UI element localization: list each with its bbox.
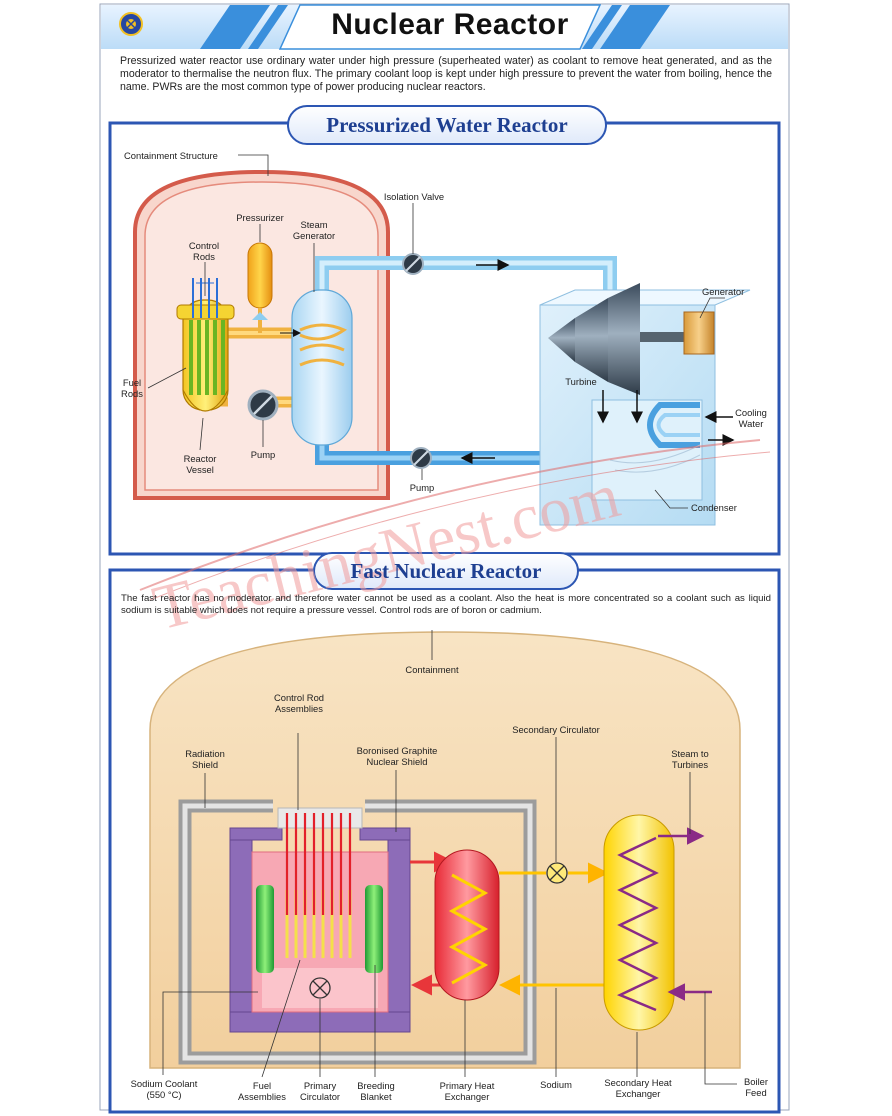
label-fuel-rods: Fuel Rods xyxy=(121,377,143,399)
label-pressurizer: Pressurizer xyxy=(236,212,284,223)
fast-breeding-blanket-left xyxy=(256,885,274,973)
label-isolation-valve: Isolation Valve xyxy=(383,191,445,202)
label-control-rod-assemblies: Control Rod Assemblies xyxy=(273,692,325,714)
label-secondary-circulator: Secondary Circulator xyxy=(512,724,600,735)
label-pump-inner: Pump xyxy=(250,449,276,460)
label-steam-generator: Steam Generator xyxy=(292,219,336,241)
label-sodium: Sodium xyxy=(540,1079,572,1090)
logo-emblem-icon xyxy=(119,12,143,36)
label-containment: Containment xyxy=(405,664,459,675)
pwr-condenser xyxy=(591,399,703,501)
label-radiation-shield: Radiation Shield xyxy=(185,748,225,770)
fast-title: Fast Nuclear Reactor xyxy=(350,559,542,583)
label-control-rods: Control Rods xyxy=(188,240,220,262)
fast-radiation-shield xyxy=(178,799,537,1065)
label-secondary-heat-exchanger: Secondary Heat Exchanger xyxy=(604,1077,672,1099)
fast-breeding-blanket-right xyxy=(365,885,383,973)
label-condenser: Condenser xyxy=(691,502,737,513)
label-primary-heat-exchanger: Primary Heat Exchanger xyxy=(439,1080,495,1102)
label-boiler-feed: Boiler Feed xyxy=(744,1076,768,1098)
label-cooling-water: Cooling Water xyxy=(735,407,767,429)
pump-outer-icon xyxy=(410,447,432,469)
label-reactor-vessel: Reactor Vessel xyxy=(183,453,217,475)
pwr-control-rods xyxy=(192,278,218,318)
fast-leader-lines xyxy=(162,630,737,1085)
pump-inner-icon xyxy=(247,389,279,421)
label-primary-circulator: Primary Circulator xyxy=(299,1080,341,1102)
fast-secondary-heat-exchanger xyxy=(603,814,675,1031)
pwr-leader-lines xyxy=(147,154,725,509)
label-turbine: Turbine xyxy=(565,376,597,387)
label-fuel-assemblies: Fuel Assemblies xyxy=(238,1080,286,1102)
label-sodium-coolant: Sodium Coolant (550 °C) xyxy=(130,1078,198,1100)
pwr-title: Pressurized Water Reactor xyxy=(326,113,568,137)
fast-control-rod-assemblies xyxy=(277,807,363,915)
label-pump-outer: Pump xyxy=(409,482,435,493)
fast-description: The fast reactor has no moderator and th… xyxy=(121,593,771,616)
pwr-pressurizer xyxy=(247,242,273,333)
label-steam-to-turbines: Steam to Turbines xyxy=(671,748,709,770)
pwr-steam-generator xyxy=(291,289,353,446)
label-boronised-graphite: Boronised Graphite Nuclear Shield xyxy=(356,745,438,767)
pwr-fuel-rods xyxy=(189,320,225,395)
fast-primary-heat-exchanger xyxy=(434,849,500,1001)
header-band xyxy=(101,4,788,50)
label-containment-structure: Containment Structure xyxy=(124,150,218,161)
secondary-circulator-icon xyxy=(546,862,568,884)
fast-secondary-loop xyxy=(499,862,609,996)
isolation-valve-icon xyxy=(402,253,424,275)
pwr-generator xyxy=(683,311,715,355)
intro-paragraph: Pressurized water reactor use ordinary w… xyxy=(120,55,772,93)
label-generator: Generator xyxy=(702,286,745,297)
page-title: Nuclear Reactor xyxy=(331,8,569,41)
primary-circulator-icon xyxy=(309,977,331,999)
label-breeding-blanket: Breeding Blanket xyxy=(357,1080,395,1102)
pwr-turbine xyxy=(548,283,690,395)
